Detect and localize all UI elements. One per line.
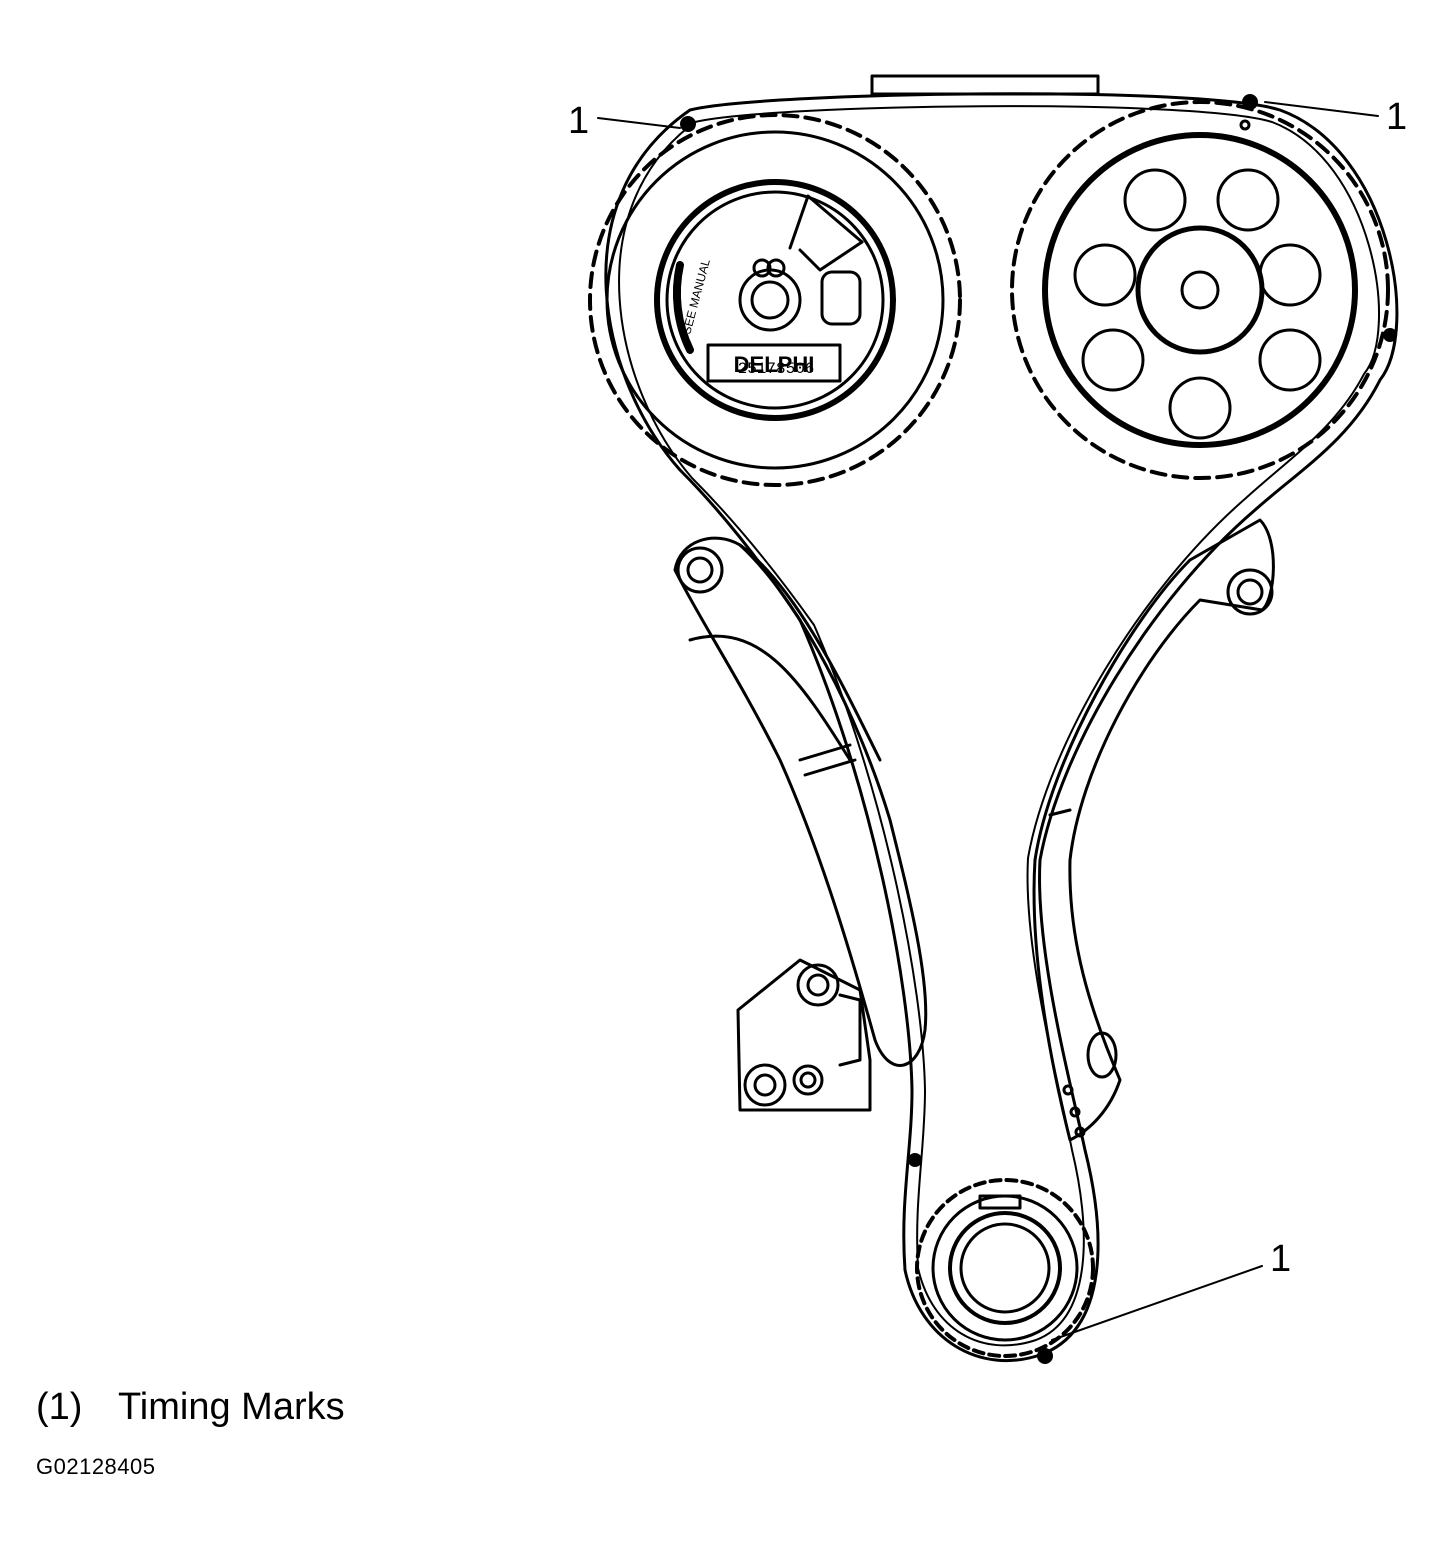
timing-mark-links (680, 94, 1397, 1364)
sprocket-part-number-box: 25178506 (737, 360, 815, 378)
legend-label: Timing Marks (118, 1386, 345, 1428)
callout-bottom-right: 1 (1270, 1238, 1292, 1280)
left-tensioner-guide (673, 536, 928, 1067)
right-camshaft-sprocket (1010, 100, 1390, 480)
callout-top-left: 1 (568, 100, 590, 142)
crankshaft-sprocket (915, 1178, 1095, 1358)
legend-number: (1) (36, 1386, 83, 1428)
left-camshaft-sprocket (588, 113, 962, 487)
chain-tensioner (736, 958, 872, 1112)
sprocket-brand-label: DELPHI (734, 352, 815, 377)
timing-chain (604, 92, 1399, 1363)
leader-top-right (1264, 101, 1379, 117)
right-fixed-guide (1032, 518, 1275, 1142)
leader-bottom-right (1051, 1265, 1263, 1341)
sprocket-side-text: SEE MANUAL (679, 257, 713, 336)
top-chain-guide (870, 74, 1100, 96)
callout-top-right: 1 (1386, 96, 1408, 138)
leader-top-left (597, 117, 681, 129)
timing-chain-inner-edge (618, 105, 1380, 1347)
figure-id: G02128405 (36, 1454, 156, 1479)
